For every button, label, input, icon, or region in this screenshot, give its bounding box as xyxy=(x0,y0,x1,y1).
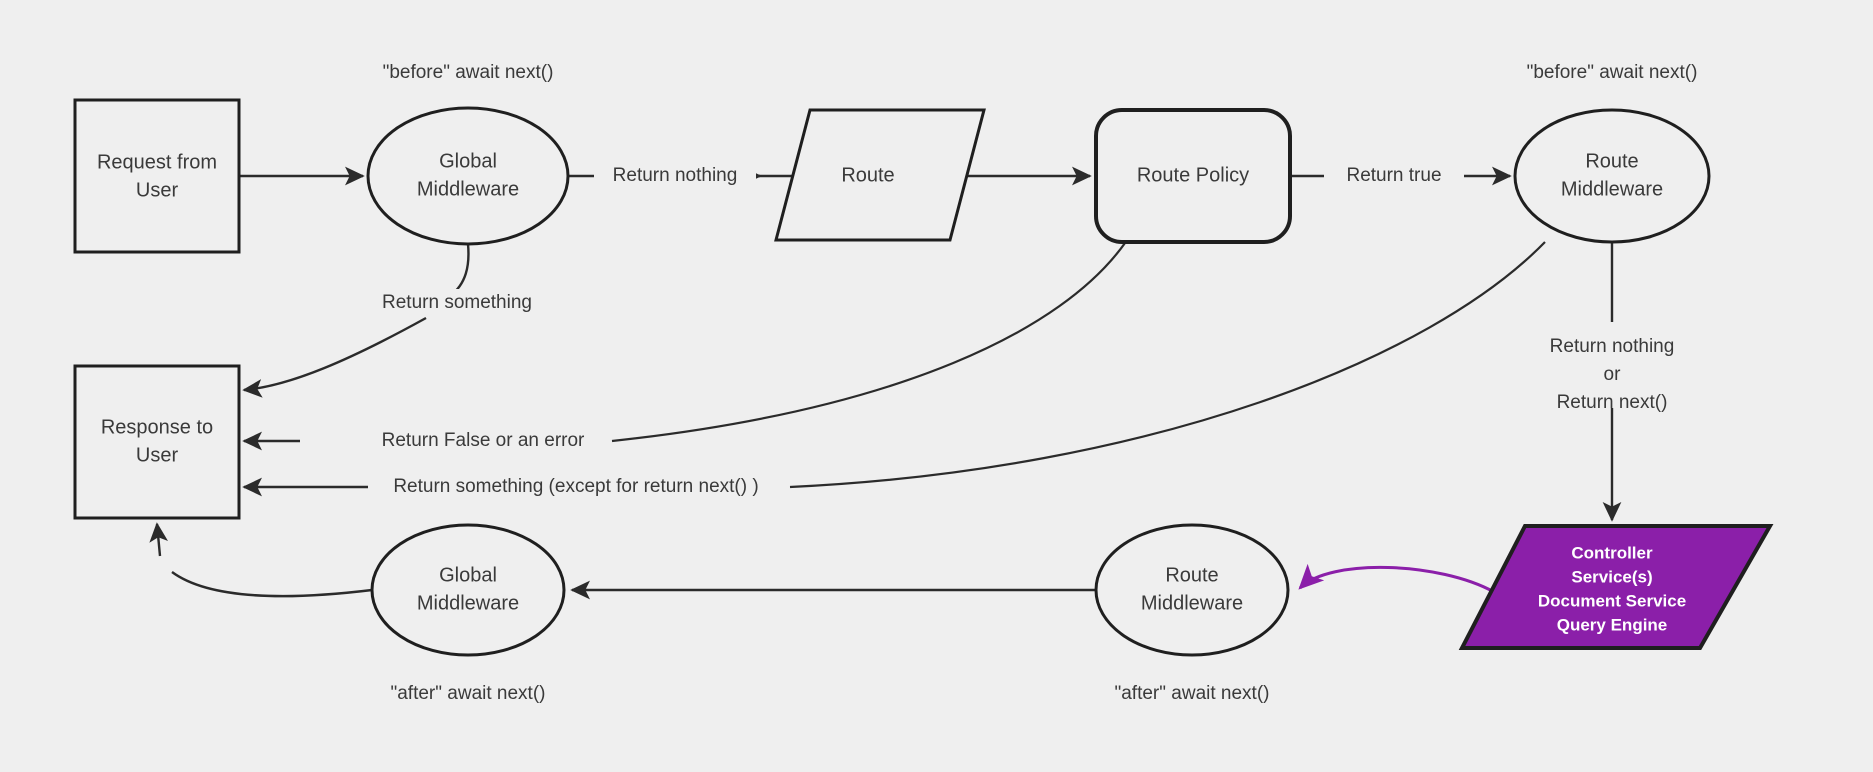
edge-routemw-return-something-curve xyxy=(789,241,1546,489)
global-middleware-after-label-line1: Global xyxy=(439,564,497,586)
controller-services-label-line2: Service(s) xyxy=(1571,567,1652,586)
node-controller-services[interactable]: Controller Service(s) Document Service Q… xyxy=(1458,524,1774,650)
return-false-or-error-label: Return False or an error xyxy=(382,430,585,451)
route-middleware-before-label-line1: Route xyxy=(1585,150,1638,172)
node-route-policy[interactable]: Route Policy xyxy=(1094,108,1292,244)
edge-label-return-nothing: Return nothing xyxy=(594,163,756,189)
node-route-middleware-after[interactable]: Route Middleware xyxy=(1094,523,1290,657)
edge-label-return-something-except: Return something (except for return next… xyxy=(368,474,784,500)
return-something-except-label: Return something (except for return next… xyxy=(393,476,758,497)
return-true-label: Return true xyxy=(1346,165,1441,186)
controller-services-label-line1: Controller xyxy=(1571,543,1653,562)
node-request-from-user[interactable]: Request from User xyxy=(73,98,241,254)
node-route-middleware-before[interactable]: Route Middleware xyxy=(1513,108,1711,244)
route-policy-label: Route Policy xyxy=(1137,164,1249,186)
node-global-middleware-before[interactable]: Global Middleware xyxy=(366,106,570,246)
return-true-label-bg xyxy=(1324,163,1464,189)
global-middleware-after-shape xyxy=(370,523,566,657)
edge-global-return-something-lower xyxy=(242,316,427,398)
node-response-to-user[interactable]: Response to User xyxy=(73,364,241,520)
route-middleware-after-shape xyxy=(1094,523,1290,657)
global-middleware-before-label-line1: Global xyxy=(439,150,497,172)
annotation-after-route-middleware: "after" await next() xyxy=(1115,683,1270,704)
global-middleware-before-shape xyxy=(366,106,570,246)
edge-label-return-false-or-error: Return False or an error xyxy=(358,428,608,454)
global-middleware-after-label-line2: Middleware xyxy=(417,592,519,614)
global-middleware-before-label-line2: Middleware xyxy=(417,178,519,200)
return-nothing-or-next-line2: or xyxy=(1604,364,1622,385)
controller-services-label-line3: Document Service xyxy=(1538,591,1686,610)
response-to-user-label-line2: User xyxy=(136,444,179,466)
node-global-middleware-after[interactable]: Global Middleware xyxy=(370,523,566,657)
request-from-user-label-line2: User xyxy=(136,179,179,201)
return-something-label-bg xyxy=(366,289,548,317)
return-something-except-label-bg xyxy=(368,474,784,500)
route-policy-shape xyxy=(1094,108,1292,244)
route-shape xyxy=(774,108,986,242)
edge-label-return-true: Return true xyxy=(1324,163,1464,189)
edge-global-return-something-upper xyxy=(449,243,470,297)
route-middleware-after-label-line2: Middleware xyxy=(1141,592,1243,614)
annotation-before-global-middleware: "before" await next() xyxy=(383,62,554,83)
return-false-or-error-label-bg xyxy=(358,428,608,454)
edge-policy-return-false-curve xyxy=(611,242,1126,443)
edge-global-after-to-response-curve xyxy=(171,571,373,598)
return-nothing-or-next-line1: Return nothing xyxy=(1550,336,1675,357)
return-nothing-label: Return nothing xyxy=(613,165,738,186)
response-to-user-shape xyxy=(73,364,241,520)
return-nothing-or-next-label-bg xyxy=(1530,332,1694,408)
route-label: Route xyxy=(841,164,894,186)
return-something-label: Return something xyxy=(382,292,532,313)
edge-controller-to-route-middleware-after xyxy=(1298,563,1495,594)
edge-label-return-something: Return something xyxy=(366,289,548,317)
edge-label-return-nothing-or-next: Return nothing or Return next() xyxy=(1530,332,1694,413)
route-middleware-before-shape xyxy=(1513,108,1711,244)
route-middleware-before-label-line2: Middleware xyxy=(1561,178,1663,200)
edge-global-after-to-response-arrow xyxy=(149,522,168,557)
controller-services-label-line4: Query Engine xyxy=(1557,615,1668,634)
route-middleware-after-label-line1: Route xyxy=(1165,564,1218,586)
annotation-after-global-middleware: "after" await next() xyxy=(391,683,546,704)
annotation-before-route-middleware: "before" await next() xyxy=(1527,62,1698,83)
request-from-user-shape xyxy=(73,98,241,254)
controller-services-shape xyxy=(1458,524,1774,650)
return-nothing-label-bg xyxy=(594,163,756,189)
request-from-user-label-line1: Request from xyxy=(97,151,217,173)
return-nothing-or-next-line3: Return next() xyxy=(1557,392,1668,413)
node-route[interactable]: Route xyxy=(774,108,986,242)
response-to-user-label-line1: Response to xyxy=(101,416,213,438)
